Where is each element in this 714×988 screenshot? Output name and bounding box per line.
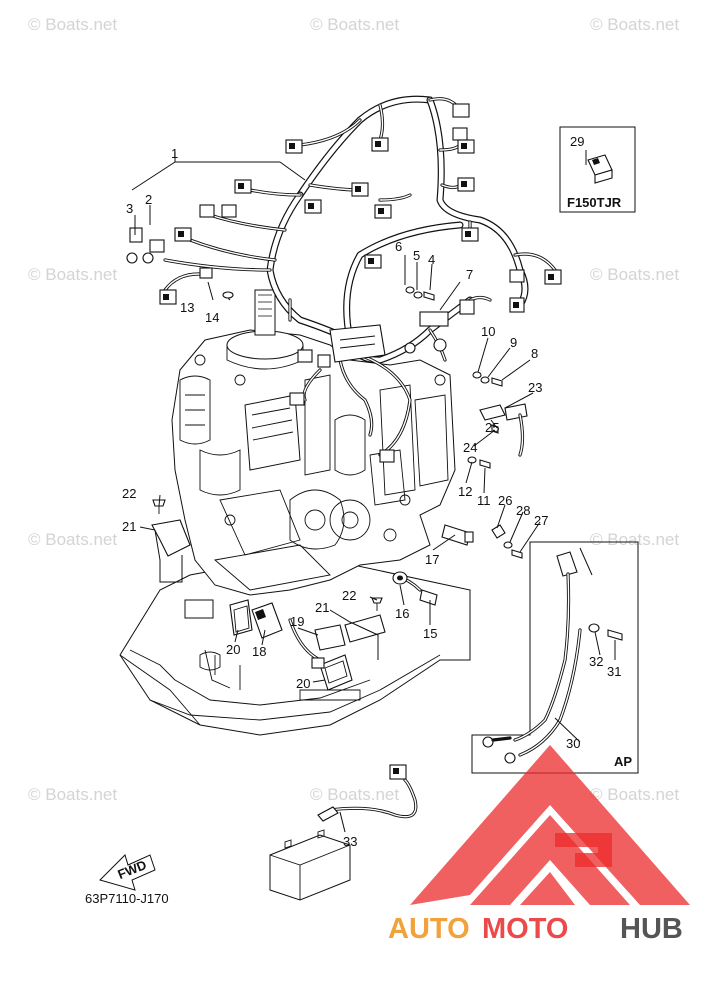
part-label-16: 16 [395,606,409,621]
ap-label: AP [614,754,632,769]
logo-text-moto: MOTO [482,913,568,945]
part-label-21: 21 [315,600,329,615]
part-label-10: 10 [481,324,495,339]
automotohub-logo: AUTO MOTO HUB [388,745,690,945]
part-label-4: 4 [428,252,435,267]
small-parts [151,286,528,901]
part-label-3: 3 [126,201,133,216]
logo-text-hub: HUB [620,913,683,945]
part-label-25: 25 [485,420,499,435]
leader-lines [131,150,616,833]
part-label-7: 7 [466,267,473,282]
part-label-24: 24 [463,440,477,455]
logo-text-auto: AUTO [388,913,470,945]
part-label-8: 8 [531,346,538,361]
part-label-29: 29 [570,134,584,149]
part-label-20: 20 [296,676,310,691]
watermark: © Boats.net [310,15,399,34]
engine-block [171,289,456,596]
part-label-33: 33 [343,834,357,849]
watermark: © Boats.net [28,15,117,34]
part-label-22: 22 [342,588,356,603]
battery [269,834,351,901]
harness-connectors [126,103,562,463]
watermark: © Boats.net [590,530,679,549]
bracket-21 [151,519,191,557]
part-label-31: 31 [607,664,621,679]
fwd-arrow: FWD [99,854,156,891]
watermark: © Boats.net [28,530,117,549]
part-label-28: 28 [516,503,530,518]
part-label-23: 23 [528,380,542,395]
part-label-9: 9 [510,335,517,350]
model-label: F150TJR [567,195,622,210]
part-label-1: 1 [171,146,178,161]
part-label-26: 26 [498,493,512,508]
part-label-6: 6 [395,239,402,254]
watermark: © Boats.net [310,785,399,804]
bottom-cowling [119,559,471,736]
part-label-2: 2 [145,192,152,207]
part-label-18: 18 [252,644,266,659]
washer-14 [222,291,234,299]
inset-model-box [559,126,636,213]
part-label-11: 11 [477,493,491,508]
part-label-22: 22 [122,486,136,501]
part-label-15: 15 [423,626,437,641]
part-label-19: 19 [290,614,304,629]
part-label-20: 20 [226,642,240,657]
inset-ap-box [471,541,639,774]
watermark: © Boats.net [590,785,679,804]
part-label-21: 21 [122,519,136,534]
watermark: © Boats.net [28,265,117,284]
part-label-12: 12 [458,484,472,499]
diagram-code: 63P7110-J170 [85,891,169,906]
part-label-27: 27 [534,513,548,528]
part-labels: 1 2 3 4 5 6 7 8 9 10 11 12 13 14 15 16 1… [85,134,632,906]
part-label-32: 32 [589,654,603,669]
part-label-13: 13 [180,300,194,315]
watermark: © Boats.net [590,265,679,284]
part-label-17: 17 [425,552,439,567]
part-label-30: 30 [566,736,580,751]
part-label-14: 14 [205,310,219,325]
watermarks: © Boats.net © Boats.net © Boats.net © Bo… [28,15,679,804]
watermark: © Boats.net [28,785,117,804]
watermark: © Boats.net [590,15,679,34]
part-label-5: 5 [413,248,420,263]
